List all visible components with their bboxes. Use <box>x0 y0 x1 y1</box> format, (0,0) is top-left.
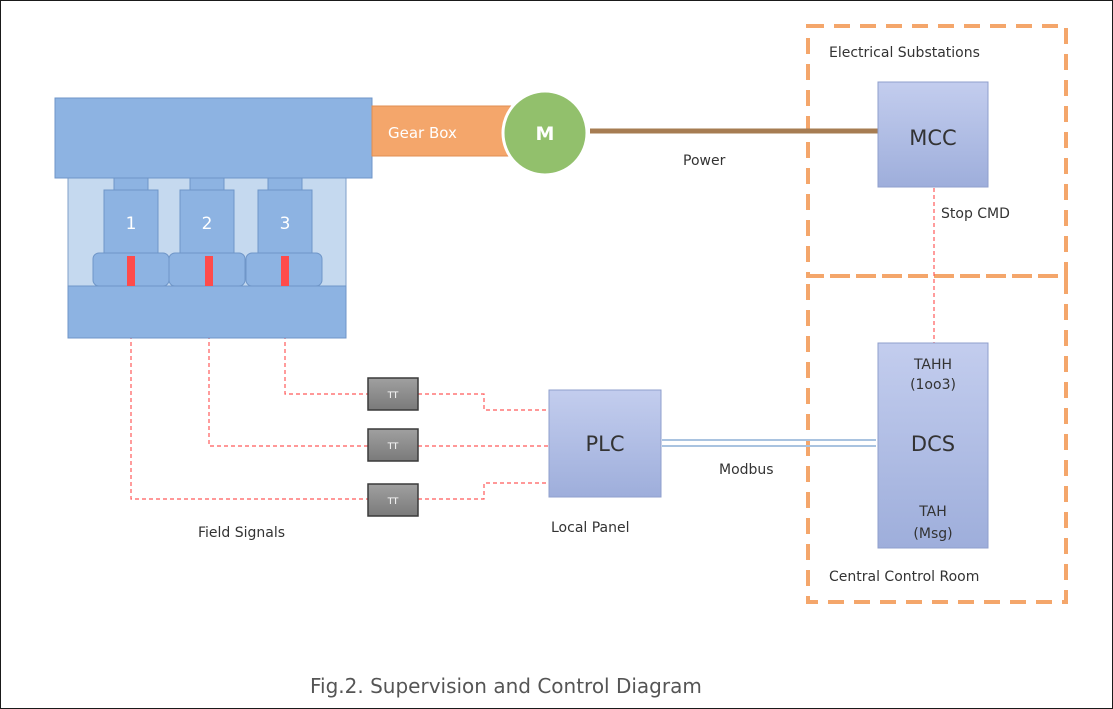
tah-label: TAH <box>918 504 947 520</box>
electrical-substations-title: Electrical Substations <box>829 45 980 61</box>
transmitter-2-label: TT <box>387 442 399 452</box>
local-panel-label: Local Panel <box>551 520 630 536</box>
power-label: Power <box>683 153 726 169</box>
plc-label: PLC <box>585 432 624 456</box>
machine-base <box>67 285 347 339</box>
motor-label: M <box>536 123 555 145</box>
machine: 1 2 3 <box>54 97 373 339</box>
modbus-link <box>662 439 876 447</box>
unit-1: 1 <box>92 177 170 287</box>
sensor-1 <box>127 256 135 286</box>
electrical-substation-boundary <box>806 24 1068 278</box>
unit-3: 3 <box>245 177 323 287</box>
plc-box: PLC <box>548 389 662 498</box>
transmitter-2: TT <box>367 428 419 462</box>
unit-1-label: 1 <box>126 214 137 234</box>
unit-2: 2 <box>168 177 246 287</box>
gearbox-label: Gear Box <box>388 124 457 142</box>
field-signal-lines <box>130 188 935 500</box>
central-control-room-title: Central Control Room <box>829 569 979 585</box>
tah-message-label: (Msg) <box>913 526 952 542</box>
stop-cmd-label: Stop CMD <box>941 206 1010 222</box>
unit-3-label: 3 <box>280 214 291 234</box>
tahh-label: TAHH <box>913 357 952 373</box>
control-room-boundary <box>806 274 1068 604</box>
mcc-box: MCC <box>877 81 989 188</box>
motor: M <box>501 89 589 177</box>
field-signals-label: Field Signals <box>198 525 285 541</box>
sensor-2 <box>205 256 213 286</box>
figure-caption: Fig.2. Supervision and Control Diagram <box>310 674 702 698</box>
dcs-label: DCS <box>911 432 955 456</box>
dcs-box: TAHH (1oo3) DCS TAH (Msg) <box>877 342 989 549</box>
transmitter-3: TT <box>367 483 419 517</box>
tahh-voting-label: (1oo3) <box>910 377 956 393</box>
transmitter-1-label: TT <box>387 391 399 401</box>
unit-2-label: 2 <box>202 214 213 234</box>
sensor-3 <box>281 256 289 286</box>
transmitter-1: TT <box>367 377 419 411</box>
modbus-label: Modbus <box>719 462 774 478</box>
mcc-label: MCC <box>909 126 956 150</box>
transmitter-3-label: TT <box>387 497 399 507</box>
gearbox: Gear Box <box>371 105 513 157</box>
machine-top-frame <box>54 97 373 179</box>
